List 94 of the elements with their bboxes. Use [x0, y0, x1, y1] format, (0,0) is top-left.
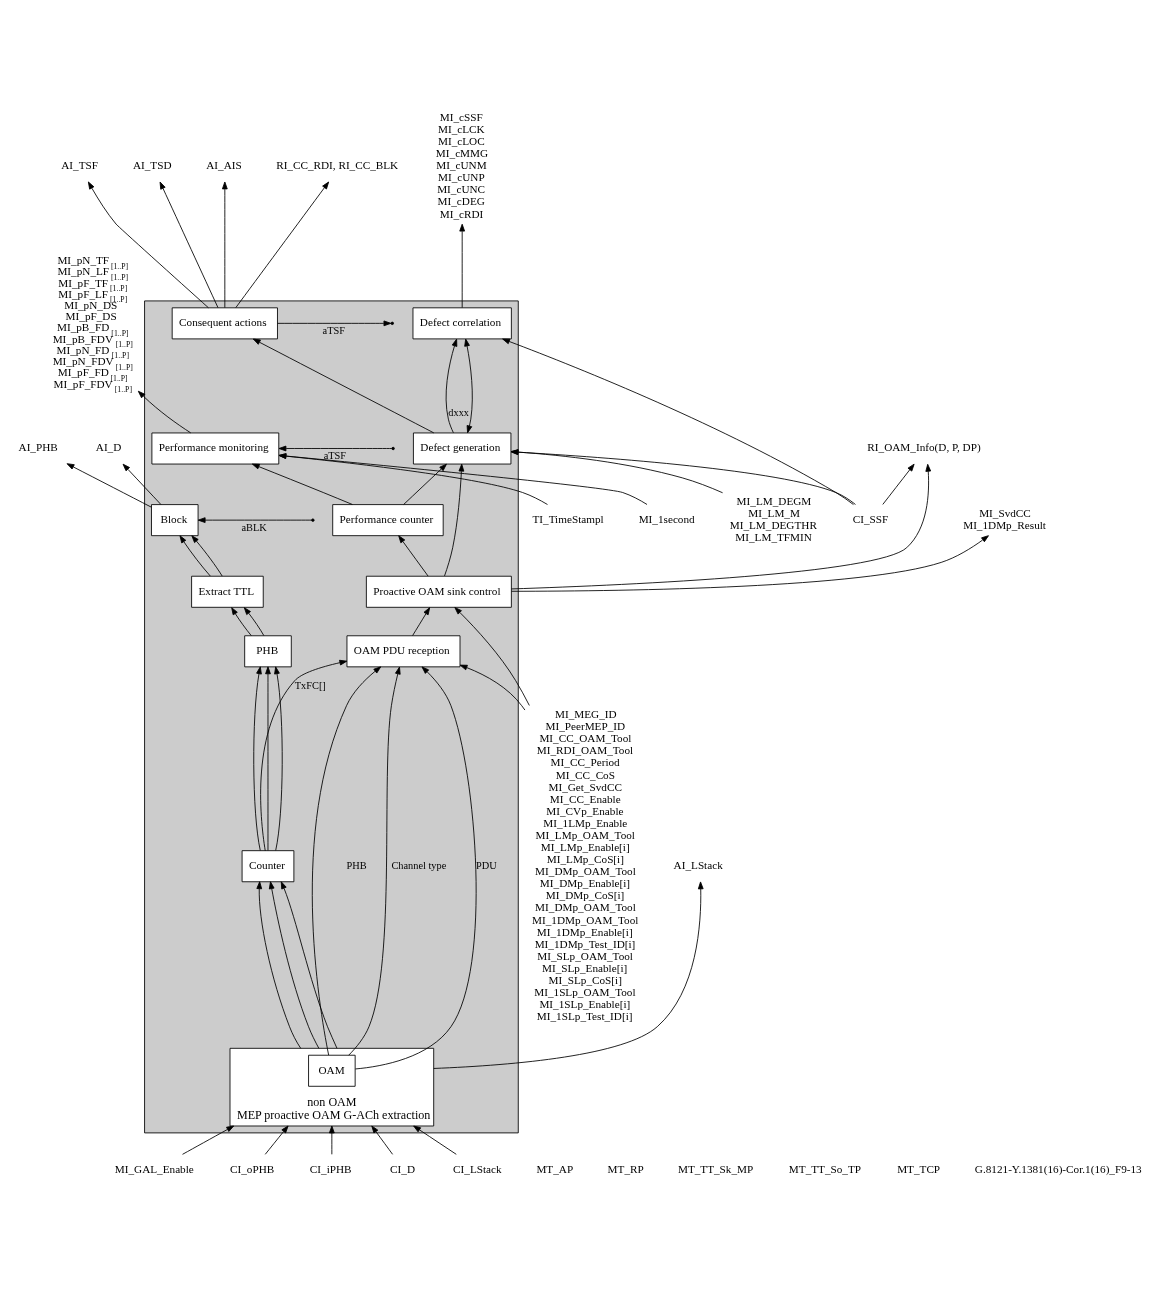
arrow	[278, 453, 648, 505]
arrow	[277, 320, 392, 327]
arrow	[265, 666, 271, 851]
arrow	[312, 666, 382, 1056]
arrow	[445, 338, 458, 434]
arrow	[137, 390, 192, 434]
edge-label: aTSF	[323, 450, 347, 462]
arrow	[278, 445, 393, 452]
arrow	[278, 453, 548, 505]
node-box: PHB	[244, 635, 292, 668]
node-box: Proactive OAM sink control	[365, 575, 512, 608]
node-text: CI_SSF	[852, 513, 889, 526]
node-box: Defect correlation	[412, 307, 512, 340]
node-text: MI_MEG_ID MI_PeerMEP_ID MI_CC_OAM_Tool MI_RDI_OAM_Tool MI_CC_Period MI_CC_CoS MI_Get_SvdCC MI_CC_Enable MI_CVp_Enable MI_1LMp_Enable MI_LMp_OAM_Tool MI_LMp_Enable[i] MI_LMp_CoS[i] MI_DMp_OAM_Tool MI_DMp_Enable[i] MI_DMp_CoS[i] MI_DMp_OAM_Tool MI_1DMp_OAM_Tool MI_1DMp_Enable[i] MI_1DMp_Test_ID[i] MI_SLp_OAM_Tool MI_SLp_Enable[i] MI_SLp_CoS[i] MI_1SLp_OAM_Tool MI_1SLp_Enable[i] MI_1SLp_Test_ID[i]	[532, 708, 639, 1023]
edge-label: aBLK	[241, 522, 267, 534]
arrow	[464, 338, 473, 434]
node-text: AI_D	[95, 441, 122, 454]
node-text: CI_iPHB	[309, 1162, 352, 1175]
arrow	[243, 607, 265, 636]
arrow	[348, 666, 401, 1056]
node-text: MI_1second	[638, 513, 695, 526]
arrow	[268, 881, 320, 1049]
arrow	[231, 607, 252, 636]
label: MT_AP	[536, 1162, 574, 1175]
arrow	[182, 1125, 235, 1155]
arrow	[256, 881, 302, 1049]
arrow	[413, 1125, 457, 1155]
node-text: AI_PHB	[18, 441, 58, 454]
arrow	[882, 463, 915, 505]
node-box: Defect generation	[413, 432, 512, 465]
arrow	[222, 181, 228, 308]
node-box: OAM	[308, 1054, 356, 1087]
arrow	[398, 535, 429, 577]
arrow	[433, 881, 704, 1069]
node-text: TI_TimeStampl	[532, 513, 604, 526]
arrow	[260, 659, 348, 852]
arrow	[252, 338, 435, 434]
arrow	[264, 1125, 289, 1155]
node-text: MI_pN_TF$_{[1..P]}$ MI_pN_LF$_{[1..P]}$ MI_pF_TF$_{[1..P]}$ MI_pF_LF$_{[1..P]}$ MI_pN_DS MI_pF_DS MI_pB_FD$_{[1..P]}$ MI_pB_FDV$_{[1..P]}$ MI_pN_FD$_{[1..P]}$ MI_pN_FDV$_{[1..P]}$ MI_pF_FD$_{[1..P]}$ MI_pF_FDV$_{[1..P]}$	[52, 254, 133, 395]
node-text: MI_GAL_Enable	[114, 1162, 194, 1175]
node-box: Performance counter	[332, 504, 444, 537]
label: G.8121-Y.1381(16)-Cor.1(16)_F9-13	[974, 1162, 1142, 1175]
edge-label: TxFC[]	[294, 679, 326, 691]
node-text: RI_CC_RDI, RI_CC_BLK	[276, 159, 399, 172]
label: MT_TT_Sk_MP	[677, 1162, 754, 1175]
node-box: Block	[151, 504, 199, 537]
arrow	[87, 181, 209, 309]
arrow	[354, 666, 477, 1070]
arrow	[510, 463, 932, 590]
node-text: RI_OAM_Info(D, P, DP)	[867, 441, 981, 454]
arrow	[159, 181, 219, 308]
arrow	[329, 1125, 335, 1155]
arrow	[454, 607, 530, 706]
arrow	[253, 666, 262, 851]
arrow	[191, 535, 223, 577]
edge-label: dxxx	[448, 407, 470, 419]
node-text: CI_LStack	[453, 1162, 502, 1175]
arrow	[197, 517, 312, 523]
node-text: MI_LM_DEGM MI_LM_M MI_LM_DEGTHR MI_LM_TFMIN	[729, 494, 817, 544]
arrow	[459, 223, 465, 308]
node-text: CI_oPHB	[230, 1162, 275, 1175]
arrow	[179, 535, 211, 577]
label: MT_RP	[607, 1162, 644, 1175]
edge-label: PDU	[475, 859, 497, 871]
node-text: AI_TSF	[61, 159, 99, 172]
arrow	[280, 881, 338, 1049]
edge-label: Channel type	[391, 859, 447, 871]
node-text: CI_D	[390, 1162, 416, 1175]
node-box: Performance monitoring	[151, 432, 280, 465]
arrow	[459, 664, 526, 711]
arrow	[371, 1125, 394, 1155]
node-box: OAM PDU reception	[346, 635, 461, 668]
node-text: AI_AIS	[206, 159, 242, 172]
edge-label: PHB	[346, 859, 367, 871]
arrow	[502, 338, 854, 505]
node-text: MI_cSSF MI_cLCK MI_cLOC MI_cMMG MI_cUNM MI_cUNP MI_cUNC MI_cDEG MI_cRDI	[435, 110, 489, 220]
edge-label: aTSF	[322, 325, 346, 337]
arrow	[122, 463, 162, 505]
node-text: AI_LStack	[673, 859, 723, 872]
arrow	[403, 463, 447, 505]
node-text: AI_TSD	[132, 159, 172, 172]
arrow	[511, 535, 989, 592]
arrow	[235, 181, 330, 308]
arrow	[66, 463, 152, 508]
arrow	[274, 666, 283, 851]
node-box: Counter	[241, 850, 295, 883]
arrow	[412, 607, 431, 636]
label: MT_TT_So_TP	[788, 1162, 862, 1175]
node-box: Extract TTL	[191, 575, 264, 608]
node-text: MI_SvdCC MI_1DMp_Result	[963, 507, 1046, 532]
node-box: Consequent actions	[171, 307, 278, 340]
arrow	[251, 463, 353, 505]
label: MT_TCP	[897, 1162, 941, 1175]
arrow	[444, 463, 465, 577]
